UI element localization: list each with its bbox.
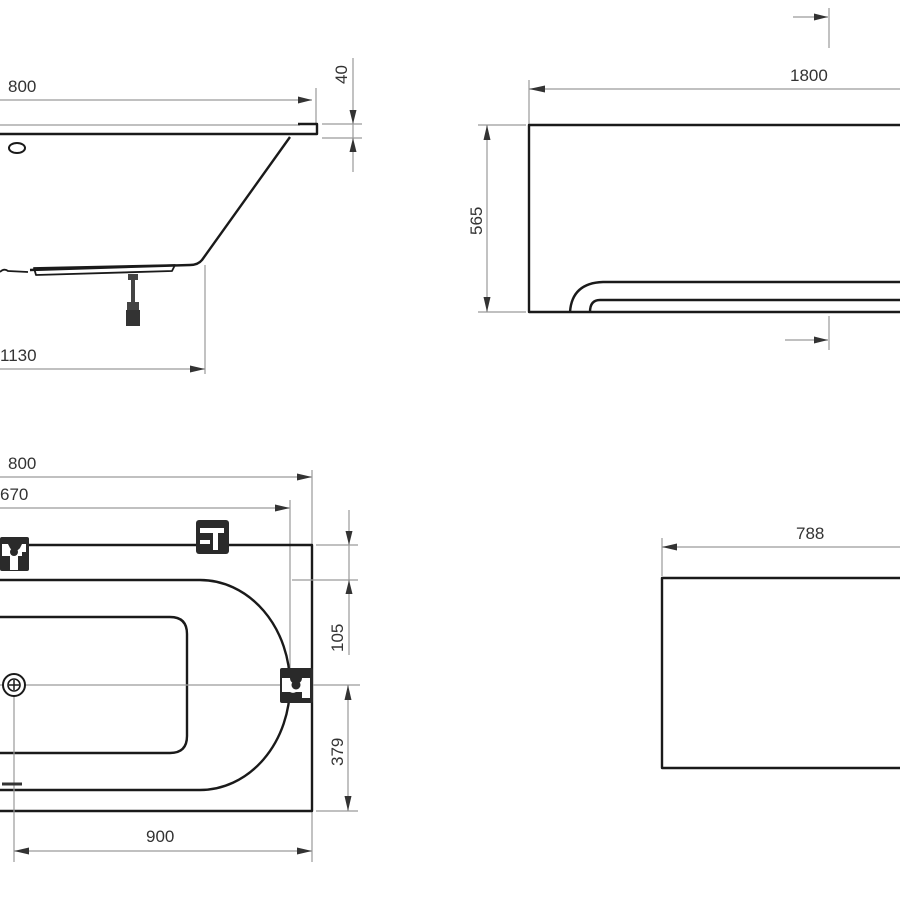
arrow-icon [814, 336, 828, 344]
panel-height-label: 565 [467, 207, 486, 235]
tub-rim-outline [0, 543, 314, 813]
arrow-icon [345, 531, 353, 545]
arrow-icon [814, 13, 828, 21]
arrow-icon [344, 796, 352, 811]
plan-view: 800 670 [0, 454, 360, 862]
drain-offset-label: 379 [328, 738, 347, 766]
arrow-icon [483, 297, 491, 312]
panel-outline [527, 123, 900, 314]
panel-plinth-outer [568, 280, 900, 313]
overflow-fitting-icon [0, 537, 29, 571]
front-panel-view: 1800 565 [467, 8, 900, 350]
adjustable-foot-icon [126, 274, 140, 326]
arrow-icon [344, 685, 352, 700]
arrow-icon [190, 365, 205, 373]
plan-width-label: 900 [146, 827, 174, 846]
arrow-icon [349, 110, 357, 124]
plan-length-label: 800 [8, 454, 36, 473]
rim-thickness-label: 40 [332, 65, 351, 84]
rim-to-bowl-label: 105 [328, 624, 347, 652]
faucet-icon [196, 520, 229, 554]
drain-icon [2, 673, 26, 697]
drain-fitting-icon [280, 668, 313, 703]
end-panel-outline [660, 576, 900, 770]
rim-outline [0, 122, 319, 136]
side-view: 800 1130 40 [0, 58, 362, 374]
arrow-icon [275, 504, 290, 512]
arrow-icon [297, 847, 312, 855]
arrow-icon [345, 580, 353, 594]
overflow-hole-icon [8, 142, 26, 154]
plan-inner-length-label: 670 [0, 485, 28, 504]
side-bottom-length-label: 1130 [0, 346, 37, 365]
arrow-icon [662, 543, 677, 551]
tub-body-outline [29, 136, 291, 272]
arrow-icon [349, 138, 357, 152]
tub-base-outline [0, 264, 176, 276]
arrow-icon [14, 847, 29, 855]
panel-length-label: 1800 [790, 66, 828, 85]
arrow-icon [298, 96, 312, 104]
panel-plinth-inner [588, 298, 900, 313]
arrow-icon [529, 85, 545, 93]
end-panel-view: 788 [660, 524, 900, 770]
end-panel-length-label: 788 [796, 524, 824, 543]
arrow-icon [483, 125, 491, 140]
side-length-label: 800 [8, 77, 36, 96]
arrow-icon [297, 473, 312, 481]
